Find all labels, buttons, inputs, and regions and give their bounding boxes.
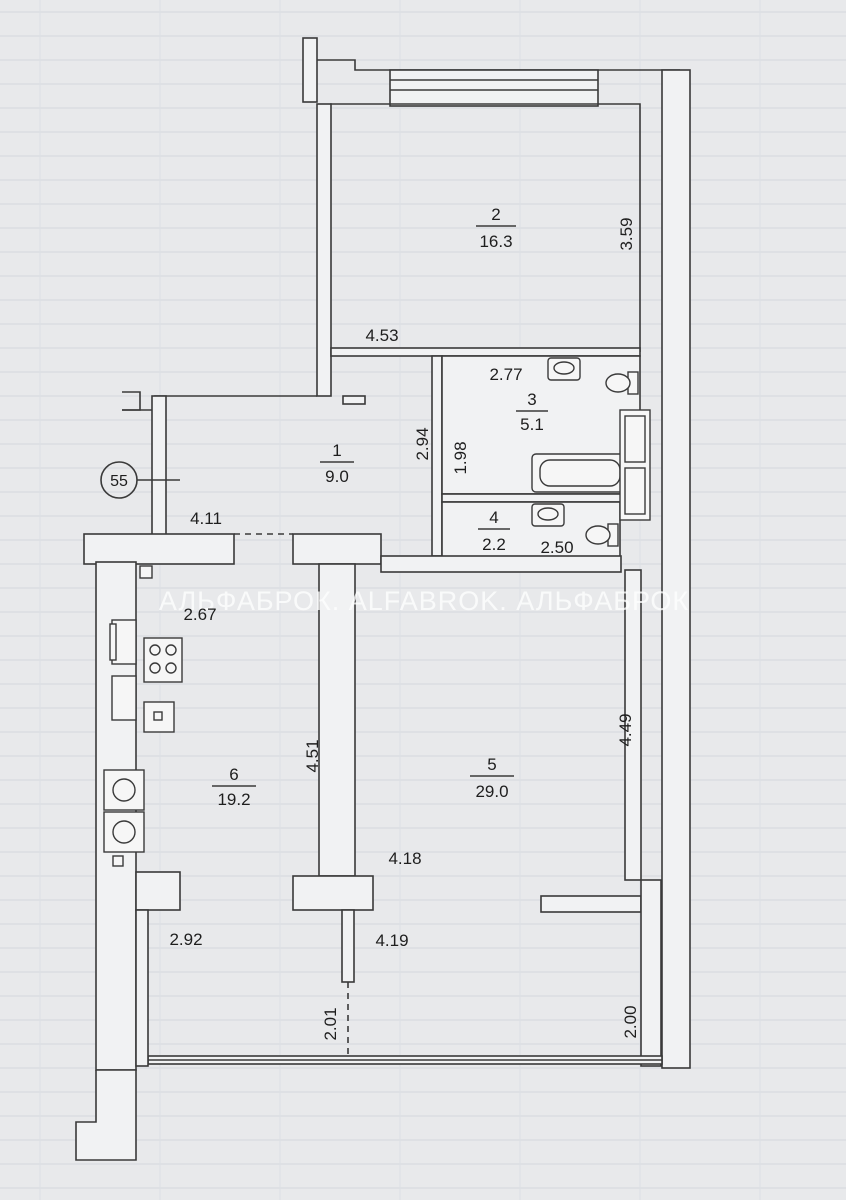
- axis-marker: 55: [100, 461, 180, 499]
- room-5-label: 5 29.0: [470, 755, 514, 801]
- svg-text:5.1: 5.1: [520, 415, 544, 434]
- dim-4-19: 4.19: [375, 931, 408, 950]
- dim-1-98: 1.98: [451, 441, 470, 474]
- dim-2-00: 2.00: [621, 1005, 640, 1038]
- dim-2-92: 2.92: [169, 930, 202, 949]
- svg-text:3: 3: [527, 390, 536, 409]
- dim-4-49: 4.49: [616, 713, 635, 746]
- dim-2-67: 2.67: [183, 605, 216, 624]
- dim-2-94: 2.94: [413, 427, 432, 460]
- bathtub-icon: [531, 453, 629, 493]
- dimension-labels: 3.59 4.53 2.77 2.94 1.98 4.11 2.50 2.67 …: [169, 217, 640, 1040]
- washer-icon: [103, 769, 145, 867]
- dim-4-53: 4.53: [365, 326, 398, 345]
- dim-4-18: 4.18: [388, 849, 421, 868]
- room-4-label: 4 2.2: [478, 508, 510, 554]
- dim-4-51: 4.51: [303, 739, 322, 772]
- svg-text:1: 1: [332, 441, 341, 460]
- room-2-label: 2 16.3: [476, 205, 516, 251]
- walls: [75, 37, 691, 1161]
- dim-2-50: 2.50: [540, 538, 573, 557]
- dim-2-01: 2.01: [321, 1007, 340, 1040]
- dim-2-77: 2.77: [489, 365, 522, 384]
- room-3-label: 3 5.1: [516, 390, 548, 434]
- wc-toilet-icon: [585, 523, 619, 547]
- axis-marker-label: 55: [110, 473, 128, 490]
- svg-text:16.3: 16.3: [479, 232, 512, 251]
- svg-text:5: 5: [487, 755, 496, 774]
- svg-text:6: 6: [229, 765, 238, 784]
- fixtures: [103, 357, 651, 867]
- svg-text:2: 2: [491, 205, 500, 224]
- room-1-label: 1 9.0: [320, 441, 354, 486]
- svg-text:29.0: 29.0: [475, 782, 508, 801]
- svg-text:2.2: 2.2: [482, 535, 506, 554]
- kitchen-sink-icon: [143, 701, 175, 733]
- svg-text:4: 4: [489, 508, 498, 527]
- wc-sink-icon: [531, 503, 565, 527]
- svg-text:9.0: 9.0: [325, 467, 349, 486]
- dim-3-59: 3.59: [617, 217, 636, 250]
- bath-toilet-icon: [605, 371, 639, 395]
- watermark: АЛЬФАБРОК. ALFABROK. АЛЬФАБРОК: [159, 586, 689, 616]
- stove-icon: [143, 637, 183, 683]
- kitchen-counter-icon: [109, 565, 153, 721]
- radiator-icon: [619, 409, 651, 521]
- bath-sink-icon: [547, 357, 581, 381]
- svg-text:19.2: 19.2: [217, 790, 250, 809]
- room-6-label: 6 19.2: [212, 765, 256, 809]
- room-labels: 1 9.0 2 16.3 3 5.1 4 2.2 5 29.0 6 19.2: [212, 205, 548, 809]
- dim-4-11: 4.11: [190, 509, 222, 528]
